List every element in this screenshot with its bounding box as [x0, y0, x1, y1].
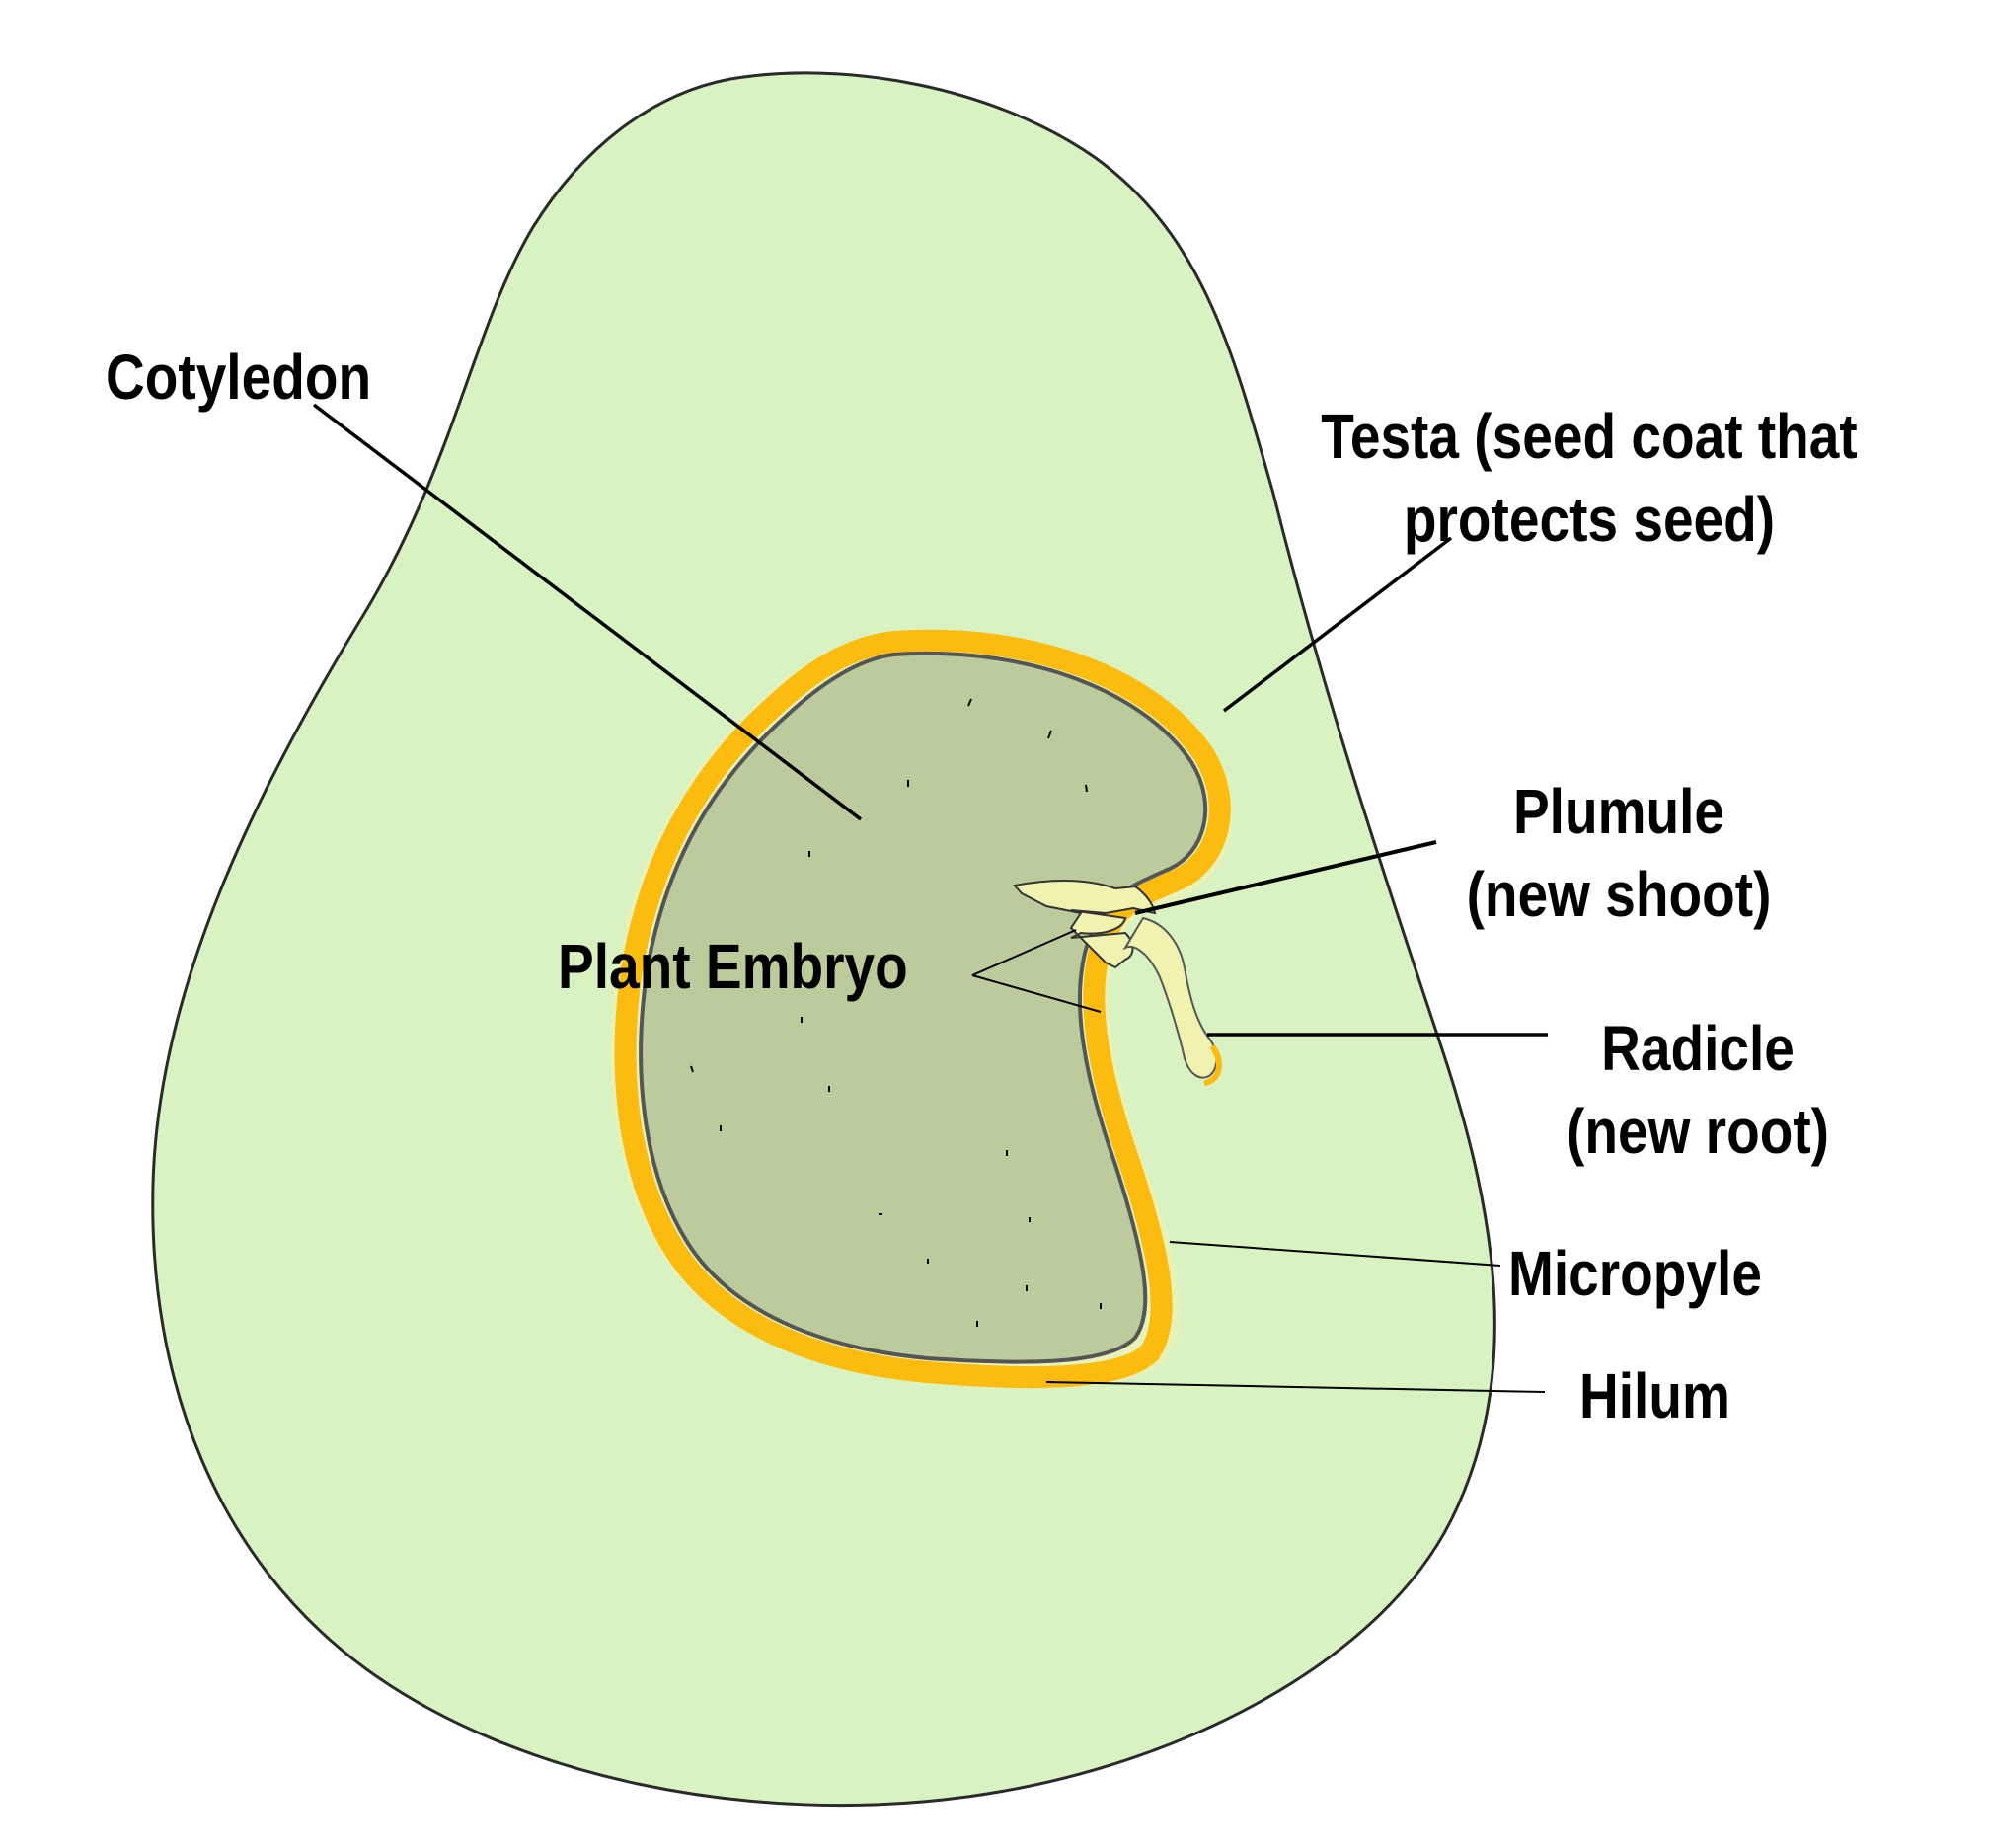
- embryo-leader-plumule: [971, 929, 1077, 976]
- micropyle-leader: [1169, 1241, 1501, 1267]
- testa-leader: [1222, 536, 1453, 713]
- leader-lines: [312, 403, 1548, 1393]
- radicle-shape: [1122, 916, 1218, 1079]
- cotyledon-leader: [312, 403, 863, 821]
- cotyledon-shape: [639, 652, 1208, 1364]
- label-testa-line2: protects seed): [1403, 484, 1776, 555]
- label-radicle: Radicle (new root): [1519, 1007, 1875, 1173]
- label-radicle-line2: (new root): [1567, 1096, 1829, 1167]
- label-testa-line1: Testa (seed coat that: [1321, 401, 1858, 472]
- label-plumule: Plumule (new shoot): [1449, 770, 1789, 936]
- testa-ring: [614, 629, 1231, 1389]
- label-micropyle: Micropyle: [1508, 1238, 1762, 1309]
- plumule-shape: [1013, 880, 1157, 969]
- embryo-leader-radicle: [971, 974, 1102, 1013]
- plumule-leader: [1134, 840, 1437, 915]
- label-plumule-line1: Plumule: [1512, 776, 1725, 847]
- label-testa: Testa (seed coat that protects seed): [1301, 395, 1878, 561]
- label-plant-embryo: Plant Embryo: [558, 931, 908, 1002]
- label-plumule-line2: (new shoot): [1466, 859, 1772, 930]
- label-hilum: Hilum: [1579, 1360, 1730, 1431]
- label-cotyledon: Cotyledon: [106, 342, 372, 413]
- cotyledon-speckles: [690, 698, 1102, 1327]
- label-radicle-line1: Radicle: [1601, 1013, 1795, 1084]
- hilum-leader: [1045, 1381, 1546, 1393]
- radicle-tip: [1203, 1044, 1222, 1086]
